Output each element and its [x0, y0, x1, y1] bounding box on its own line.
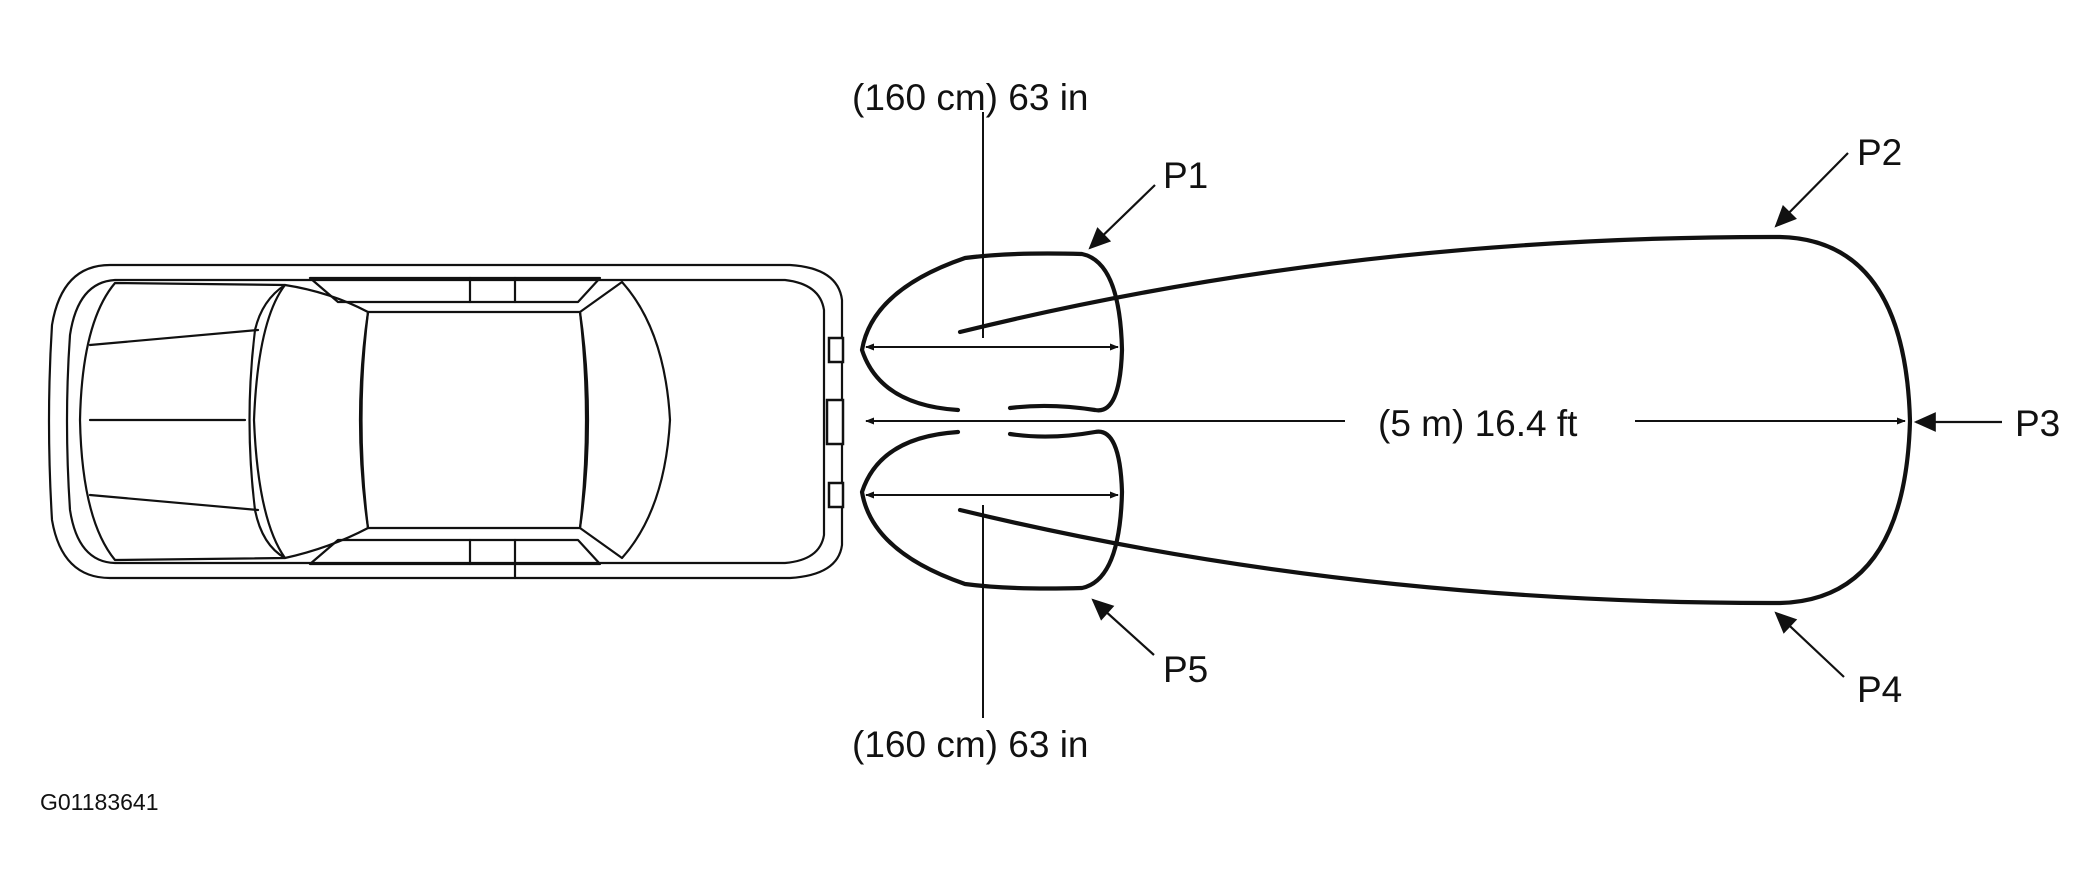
- vehicle-top-view: [47, 263, 845, 580]
- bumper-sensor-center: [825, 398, 845, 446]
- dimension-lines: [865, 112, 1906, 718]
- upper-detection-lobe: [859, 251, 1125, 413]
- point-leaders: [1088, 152, 2002, 678]
- point-label-p3: P3: [2015, 403, 2060, 444]
- p1-leader-arrow: [1088, 184, 1156, 250]
- lower-detection-lobe: [859, 429, 1125, 591]
- vehicle-body-outline: [47, 263, 844, 580]
- p5-leader-arrow: [1091, 598, 1155, 656]
- top-dimension-label: (160 cm) 63 in: [852, 77, 1089, 118]
- point-label-p5: P5: [1163, 649, 1208, 690]
- vehicle-roof: [252, 283, 370, 560]
- center-long-range-lobe: [957, 234, 1913, 606]
- center-dimension-label: (5 m) 16.4 ft: [1378, 403, 1578, 444]
- point-label-p1: P1: [1163, 155, 1208, 196]
- figure-id-label: G01183641: [40, 789, 159, 815]
- p2-leader-arrow: [1774, 152, 1849, 228]
- vehicle-windshield: [578, 280, 672, 560]
- bumper-sensor-right: [827, 481, 845, 509]
- bumper-sensor-left: [827, 336, 845, 364]
- detection-zones: [859, 234, 1913, 606]
- point-label-p2: P2: [1857, 132, 1902, 173]
- bottom-dimension-label: (160 cm) 63 in: [852, 724, 1089, 765]
- point-label-p4: P4: [1857, 669, 1902, 710]
- p4-leader-arrow: [1774, 611, 1845, 678]
